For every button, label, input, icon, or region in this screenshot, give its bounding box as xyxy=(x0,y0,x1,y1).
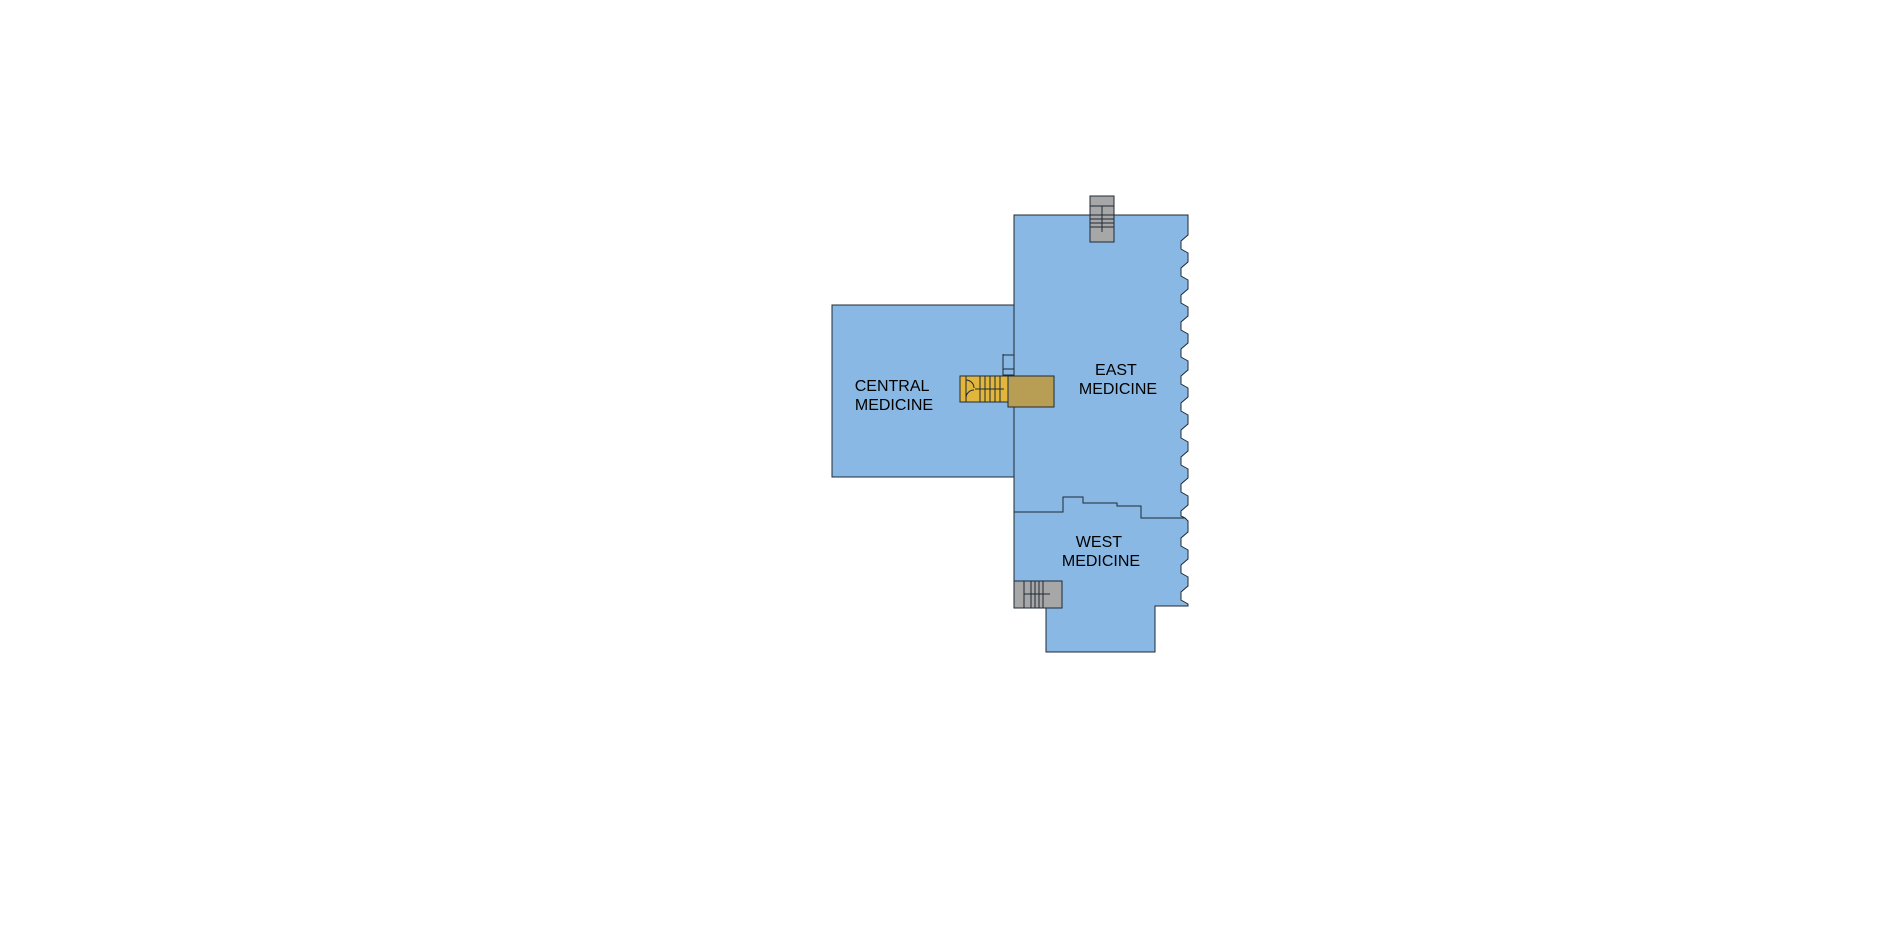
west-medicine-area[interactable] xyxy=(1013,496,1189,653)
east-medicine-notch-wall xyxy=(1002,305,1015,376)
stairwell-south[interactable] xyxy=(1013,580,1063,609)
stairwell-central[interactable] xyxy=(959,375,1009,403)
central-medicine-label-line2: MEDICINE xyxy=(855,397,933,414)
east-medicine-label-line1: EAST xyxy=(1095,362,1137,379)
central-medicine-label-line1: CENTRAL xyxy=(855,378,930,395)
east-medicine-label: EAST MEDICINE xyxy=(1079,362,1157,398)
west-medicine-label-line2: MEDICINE xyxy=(1062,553,1140,570)
west-medicine-label: WEST MEDICINE xyxy=(1062,534,1140,570)
wing-west-medicine[interactable]: WEST MEDICINE xyxy=(1013,496,1189,653)
east-medicine-label-line2: MEDICINE xyxy=(1079,381,1157,398)
stairwell-north[interactable] xyxy=(1089,195,1115,243)
wing-east-medicine[interactable]: EAST MEDICINE xyxy=(1002,214,1189,519)
wing-central-medicine[interactable]: CENTRAL MEDICINE xyxy=(831,304,1015,478)
door-swing xyxy=(965,389,975,399)
elevator-central-shape[interactable] xyxy=(1007,375,1055,408)
central-medicine-label: CENTRAL MEDICINE xyxy=(855,378,934,414)
door-swing xyxy=(965,379,975,389)
west-medicine-label-line1: WEST xyxy=(1076,534,1122,551)
elevator-central[interactable] xyxy=(1007,375,1055,408)
